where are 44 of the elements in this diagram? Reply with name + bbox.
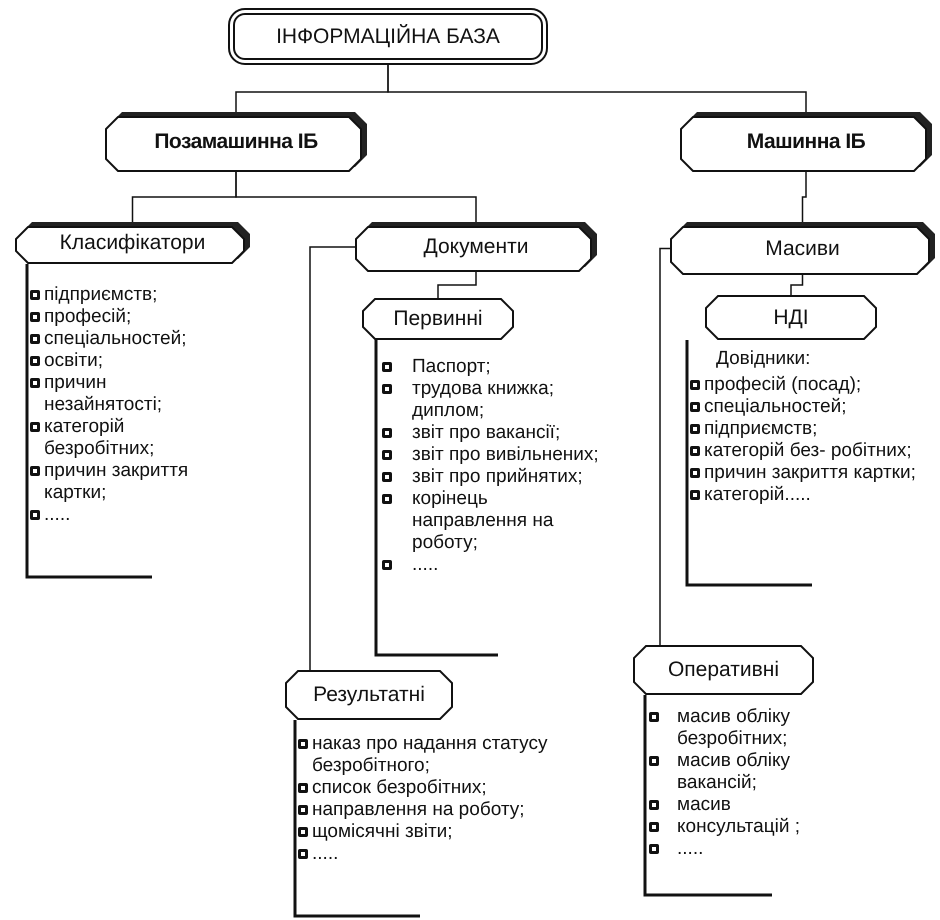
list-item: категорій без- робітних; [704,440,912,462]
list-item: професій; [44,306,132,328]
list-item: корінець направлення на роботу; [412,488,554,554]
list-item: наказ про надання статусу безробітного; [312,733,548,777]
category-box: ІНФОРМАЦІЙНА БАЗА [228,8,548,65]
list-item: ..... [677,838,704,860]
list-item: щомісячні звіти; [312,821,453,843]
list-item: звіт про вакансії; [412,422,560,444]
list-item: Паспорт; [412,356,491,378]
list-item: ..... [44,504,70,526]
list-item: підприємств; [704,418,818,440]
list-heading: Довідники: [716,348,810,370]
list-item: масив [677,794,731,816]
list-item: направлення на роботу; [312,799,525,821]
connector-line [387,65,807,112]
list-item: спеціальностей; [44,328,187,350]
connector-line [235,172,477,222]
connector-line [790,275,804,295]
list-item: звіт про прийнятих; [412,466,583,488]
list-item: спеціальностей; [704,396,847,418]
list-item: ..... [312,843,338,865]
category-box: Оперативні [633,645,814,695]
list-item: масив обліку вакансій; [677,750,792,794]
category-box: Результатні [285,670,453,720]
connector-line [802,172,807,222]
connector-line [309,246,355,670]
list-item: масив обліку безробітних; [677,706,792,750]
list-item: ..... [412,554,438,576]
list-item: список безробітних; [312,777,487,799]
list-item: причин незайнятості; [44,372,164,416]
list-item: професій (посад); [704,374,862,396]
list-item: освіти; [44,350,103,372]
connector-line [437,272,477,298]
category-box: Первинні [362,298,514,340]
list-item: консультацій ; [677,816,800,838]
list-item: трудова книжка; диплом; [412,378,556,422]
category-box: НДІ [705,295,877,340]
list-item: категорій..... [704,484,811,506]
list-item: причин закриття картки; [44,460,190,504]
list-item: підприємств; [44,284,158,306]
list-item: категорій безробітних; [44,416,156,460]
list-item: звіт про вивільнених; [412,444,599,466]
list-item: причин закриття картки; [704,462,916,484]
connector-line [659,248,670,645]
